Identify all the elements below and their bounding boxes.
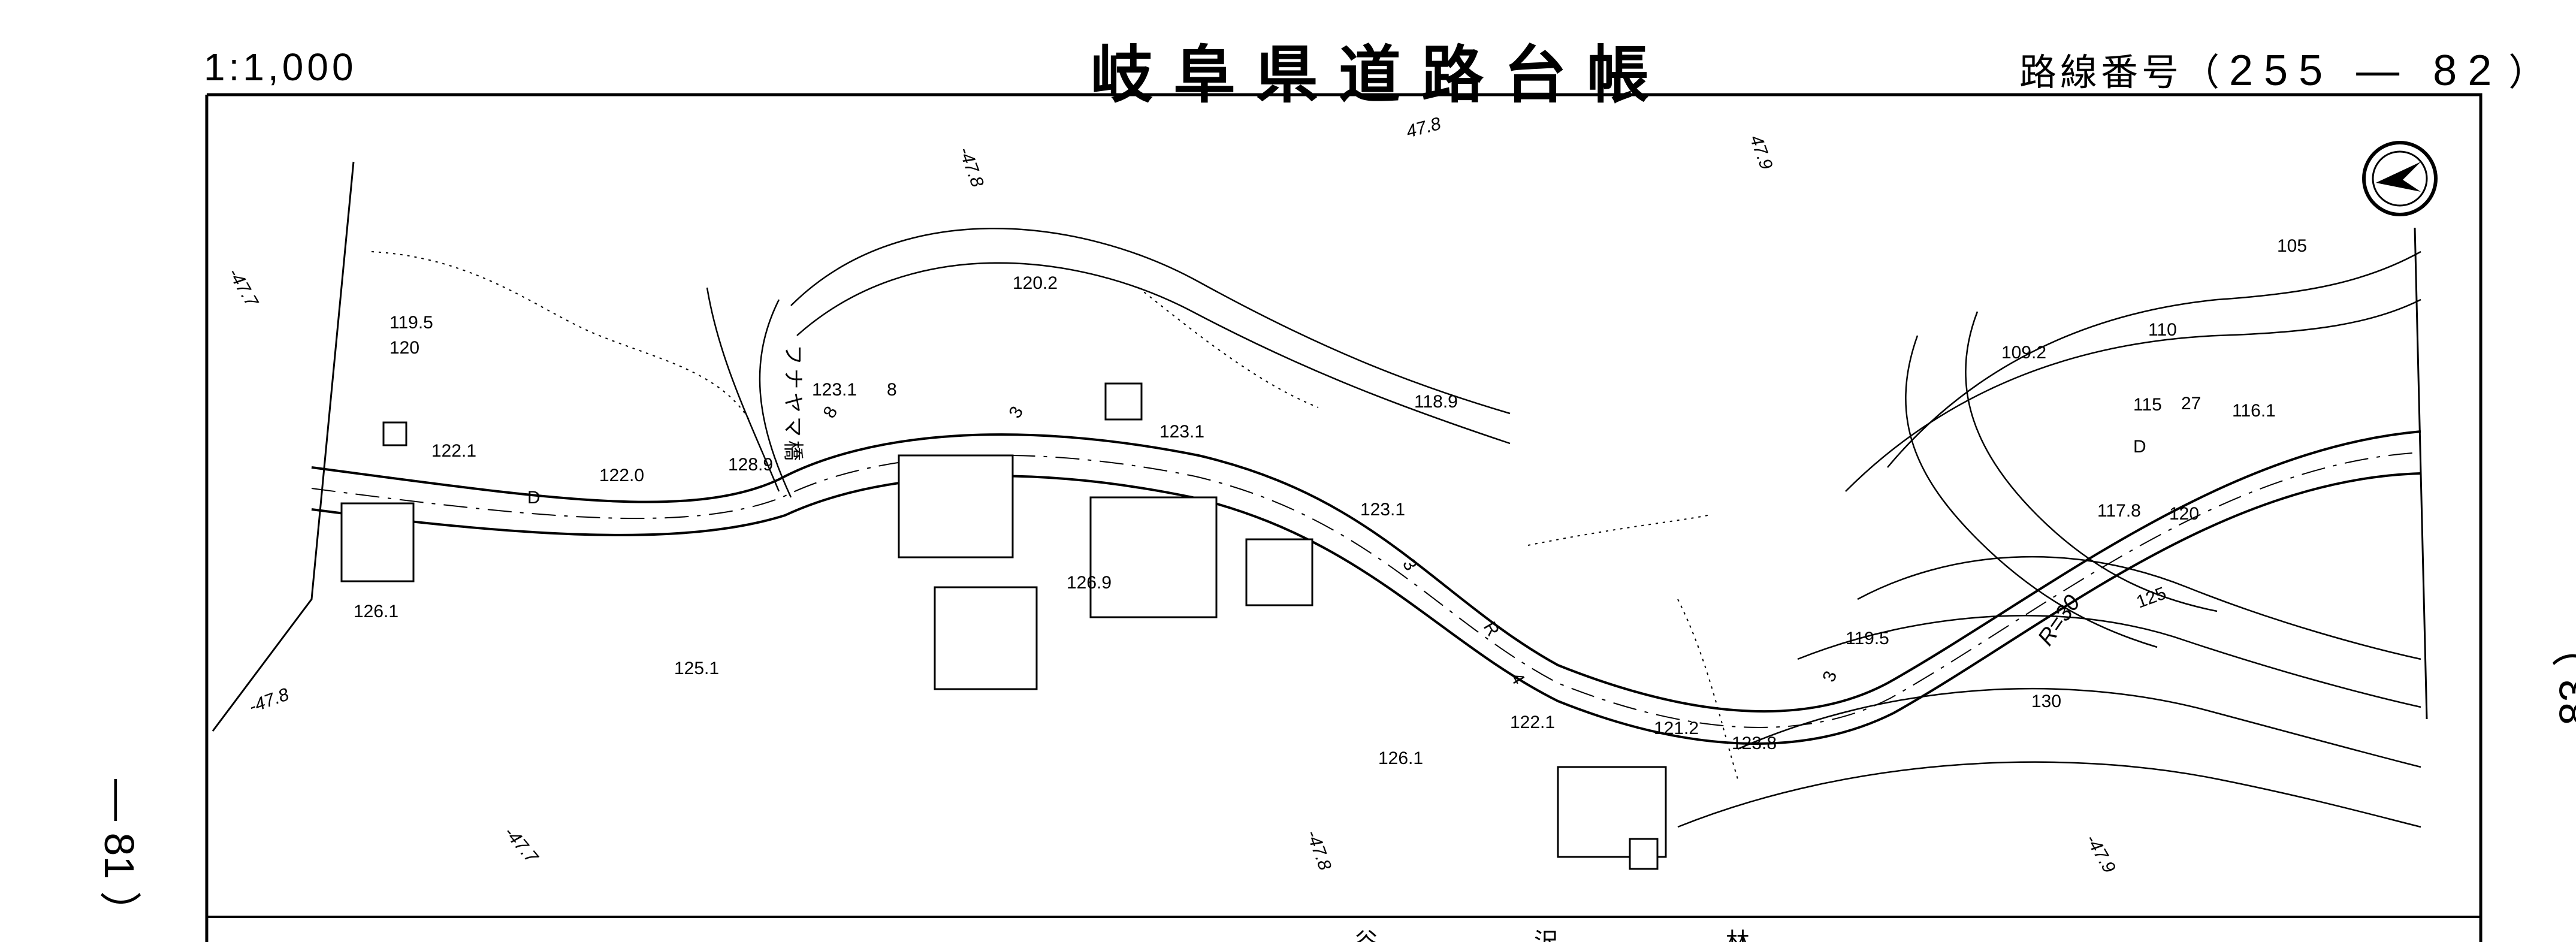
road-mark: D: [2133, 437, 2146, 457]
elevation-label: 120: [389, 338, 419, 358]
elevation-label: 122.1: [1510, 712, 1555, 732]
road-mark: 3: [1819, 668, 1841, 684]
elevation-label: 123.1: [1360, 500, 1405, 520]
grid-label: 47.9: [1745, 132, 1776, 172]
contour-lines: [706, 227, 2421, 828]
grid-label: -47.9: [2082, 831, 2119, 877]
grid-label: -47.8: [955, 144, 987, 190]
grid-labels: -47.7 47.8 -47.8 47.9 -47.8 -47.7 -47.8 -47.9: [224, 114, 2119, 877]
elevation-label: 105: [2277, 236, 2307, 256]
north-arrow-icon: [2362, 141, 2438, 216]
elevation-label: 117.8: [2097, 501, 2141, 521]
route-prefix: 路線番号（: [2019, 52, 2224, 93]
elevation-label: 119.5: [389, 313, 433, 333]
grid-label: -47.7: [500, 823, 542, 868]
map-frame: [205, 93, 2483, 942]
bottom-label-3: 林: [1726, 929, 1750, 942]
elevation-label: 120: [2169, 504, 2199, 524]
elevation-label: 110: [2148, 320, 2177, 340]
grid-label: -47.7: [224, 265, 262, 311]
elevation-label: 119.5: [1846, 629, 1889, 648]
elevation-label: 120.2: [1013, 273, 1058, 293]
bridge-name: フナヤマ橋: [781, 345, 804, 464]
elevation-label: 109.2: [2001, 343, 2046, 363]
elevation-label: 126.1: [1378, 748, 1423, 768]
route-number: 路線番号（255 ― 82）: [2019, 42, 2549, 96]
elevation-label: 123.8: [1732, 733, 1777, 753]
road-mark: 3: [1005, 403, 1027, 422]
route-number-value: 255 ― 82: [2229, 47, 2503, 95]
elevation-label: 123.1: [812, 380, 857, 400]
dotted-boundaries: [371, 251, 1738, 780]
road-mark: R: [1479, 618, 1503, 639]
map-title: 岐阜県道路台帳: [1091, 38, 1670, 111]
bottom-label-1: 谷: [1354, 929, 1378, 942]
elevation-label: 126.1: [354, 602, 398, 621]
elevation-label: 122.1: [431, 441, 476, 461]
elevation-label: 8: [887, 380, 897, 400]
survey-boundary: [212, 161, 355, 732]
elevation-label: 115: [2133, 395, 2162, 415]
map-scale: 1:1,000: [204, 46, 357, 89]
road-mark: D: [527, 488, 540, 508]
elevation-label: 123.1: [1159, 422, 1204, 442]
elevation-label: 121.2: [1654, 718, 1699, 738]
elevation-labels: 119.5 120 122.1 122.0 128.9 123.1 8 120.2 123.1 1…: [354, 236, 2307, 768]
elevation-label: 126.9: [1067, 573, 1112, 593]
elevation-label: 122.0: [599, 466, 644, 485]
elevation-label: 125.1: [674, 659, 719, 678]
grid-label: -47.8: [1302, 828, 1335, 873]
elevation-label: 128.9: [728, 455, 773, 475]
elevation-label: 118.9: [1414, 392, 1458, 412]
elevation-label: 116.1: [2232, 401, 2276, 421]
main-road: [311, 430, 2421, 745]
route-suffix: ）: [2508, 52, 2550, 93]
elevation-label: 130: [2031, 692, 2061, 711]
buildings: [340, 382, 1667, 870]
road-mark: 8: [819, 403, 841, 422]
grid-label: -47.8: [246, 684, 292, 717]
grid-label: 47.8: [1404, 114, 1443, 142]
elevation-label: 27: [2181, 394, 2201, 413]
bottom-label-2: 沢: [1534, 929, 1558, 942]
